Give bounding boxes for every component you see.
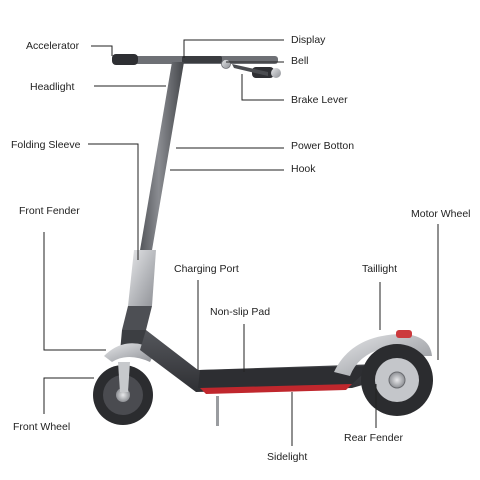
motor-hub xyxy=(388,371,406,389)
bell xyxy=(221,59,231,69)
stem-tube xyxy=(138,62,184,262)
leader-display xyxy=(183,39,284,58)
leader-accelerator xyxy=(91,45,113,56)
accelerator-grip xyxy=(112,54,138,65)
label-brake-lever: Brake Lever xyxy=(291,94,348,106)
leader-front-wheel xyxy=(43,377,94,414)
label-hook: Hook xyxy=(291,163,316,175)
handlebar xyxy=(112,54,281,78)
front-wheel xyxy=(93,362,153,425)
kickstand xyxy=(216,396,219,426)
label-motor-wheel: Motor Wheel xyxy=(411,208,471,220)
label-sidelight: Sidelight xyxy=(267,451,308,463)
stem-lower xyxy=(122,306,152,330)
label-bell: Bell xyxy=(291,55,309,67)
sidelight-strip xyxy=(200,384,352,394)
label-front-fender: Front Fender xyxy=(19,205,80,217)
non-slip-pad xyxy=(198,366,372,388)
brake-lever xyxy=(232,64,268,76)
leader-front-fender xyxy=(43,232,106,351)
taillight-shape xyxy=(396,330,412,338)
label-power-button: Power Botton xyxy=(291,140,355,152)
leader-brake-lever xyxy=(241,74,284,101)
leader-folding-sleeve xyxy=(88,143,139,260)
label-display: Display xyxy=(291,34,326,46)
label-headlight: Headlight xyxy=(30,81,75,93)
label-rear-fender: Rear Fender xyxy=(344,432,403,444)
stem xyxy=(122,62,184,330)
label-accelerator: Accelerator xyxy=(26,40,80,52)
deck xyxy=(140,330,380,426)
label-front-wheel: Front Wheel xyxy=(13,421,71,433)
rear-assembly xyxy=(334,330,433,416)
grip-end-cap xyxy=(271,68,281,78)
front-fork-leg xyxy=(118,362,130,392)
display-panel xyxy=(182,56,222,63)
leader-lines xyxy=(43,39,439,446)
label-folding-sleeve: Folding Sleeve xyxy=(11,139,81,151)
label-charging-port: Charging Port xyxy=(174,263,239,275)
folding-sleeve xyxy=(128,250,156,306)
label-taillight: Taillight xyxy=(362,263,398,275)
label-non-slip-pad: Non-slip Pad xyxy=(210,306,271,318)
rear-fender-shape xyxy=(334,334,432,376)
